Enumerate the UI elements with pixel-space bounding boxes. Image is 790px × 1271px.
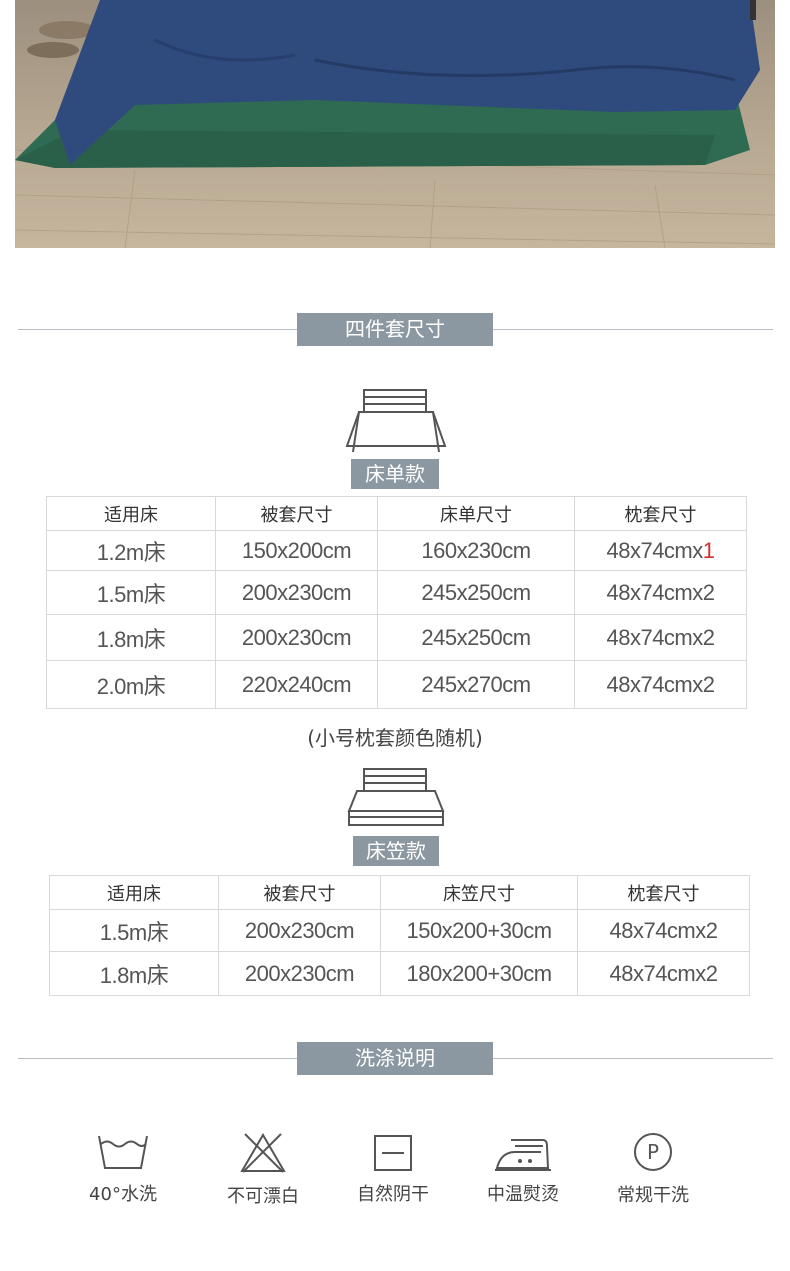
- cell-pillow: 48x74cmx2: [574, 570, 747, 615]
- header-pillow: 枕套尺寸: [574, 496, 747, 531]
- table-row: 2.0m床 220x240cm 245x270cm 48x74cmx2: [46, 660, 747, 709]
- table-row: 1.5m床 200x230cm 150x200+30cm 48x74cmx2: [49, 909, 750, 952]
- cell-sheet: 160x230cm: [377, 530, 575, 571]
- care-label: 自然阴干: [357, 1184, 429, 1205]
- care-item-no-bleach: 不可漂白: [208, 1132, 318, 1208]
- care-item-wash: 40°水洗: [68, 1132, 178, 1206]
- care-item-iron: 中温熨烫: [468, 1134, 578, 1206]
- fitted-sheet-size-table: 适用床 被套尺寸 床笠尺寸 枕套尺寸 1.5m床 200x230cm 150x2…: [49, 875, 750, 996]
- table-row: 1.8m床 200x230cm 180x200+30cm 48x74cmx2: [49, 951, 750, 996]
- pillow-color-note: (小号枕套颜色随机): [307, 726, 483, 750]
- header-fitted-sheet: 床笠尺寸: [380, 875, 578, 910]
- care-label: 中温熨烫: [487, 1184, 559, 1205]
- cell-pillow: 48x74cmx2: [577, 909, 750, 952]
- line-dry-icon: [374, 1135, 412, 1171]
- no-bleach-icon: [240, 1133, 286, 1173]
- cell-bed: 1.8m床: [46, 614, 216, 661]
- flat-sheet-bed-icon: [345, 389, 447, 453]
- table-header-row: 适用床 被套尺寸 床单尺寸 枕套尺寸: [46, 496, 747, 531]
- table-header-row: 适用床 被套尺寸 床笠尺寸 枕套尺寸: [49, 875, 750, 910]
- care-label: 40°水洗: [89, 1184, 157, 1205]
- header-pillow: 枕套尺寸: [577, 875, 750, 910]
- iron-medium-icon: [495, 1139, 551, 1171]
- section-title-care: 洗涤说明: [297, 1042, 493, 1075]
- wash-40-icon: [98, 1135, 148, 1169]
- care-label: 常规干洗: [617, 1185, 689, 1206]
- cell-pillow: 48x74cmx2: [574, 614, 747, 661]
- cell-duvet: 200x230cm: [215, 570, 378, 615]
- product-photo: [15, 0, 775, 248]
- cell-bed: 1.5m床: [46, 570, 216, 615]
- table-row: 1.2m床 150x200cm 160x230cm 48x74cmx1: [46, 530, 747, 571]
- svg-text:P: P: [647, 1140, 659, 1164]
- flat-sheet-size-table: 适用床 被套尺寸 床单尺寸 枕套尺寸 1.2m床 150x200cm 160x2…: [46, 496, 747, 709]
- pillow-size: 48x74cmx: [606, 537, 703, 563]
- cell-pillow: 48x74cmx2: [577, 951, 750, 996]
- cell-sheet: 245x270cm: [377, 660, 575, 709]
- flat-sheet-label: 床单款: [351, 459, 439, 489]
- cell-duvet: 220x240cm: [215, 660, 378, 709]
- care-label: 不可漂白: [227, 1186, 299, 1207]
- cell-bed: 2.0m床: [46, 660, 216, 709]
- cell-pillow: 48x74cmx1: [574, 530, 747, 571]
- header-sheet: 床单尺寸: [377, 496, 575, 531]
- header-bed: 适用床: [46, 496, 216, 531]
- header-duvet: 被套尺寸: [218, 875, 381, 910]
- cell-duvet: 200x230cm: [215, 614, 378, 661]
- care-item-line-dry: 自然阴干: [338, 1134, 448, 1206]
- cell-bed: 1.5m床: [49, 909, 219, 952]
- dry-clean-icon: P: [634, 1133, 672, 1171]
- header-bed: 适用床: [49, 875, 219, 910]
- fitted-sheet-label: 床笠款: [353, 836, 439, 866]
- pillow-count: 1: [702, 537, 715, 563]
- cell-pillow: 48x74cmx2: [574, 660, 747, 709]
- table-row: 1.5m床 200x230cm 245x250cm 48x74cmx2: [46, 570, 747, 615]
- cell-sheet: 245x250cm: [377, 570, 575, 615]
- cell-bed: 1.2m床: [46, 530, 216, 571]
- care-item-dry-clean: P 常规干洗: [598, 1131, 708, 1207]
- cell-bed: 1.8m床: [49, 951, 219, 996]
- cell-duvet: 200x230cm: [218, 909, 381, 952]
- table-row: 1.8m床 200x230cm 245x250cm 48x74cmx2: [46, 614, 747, 661]
- fitted-sheet-bed-icon: [347, 768, 445, 826]
- cell-duvet: 150x200cm: [215, 530, 378, 571]
- cell-sheet: 245x250cm: [377, 614, 575, 661]
- cell-fitted-sheet: 180x200+30cm: [380, 951, 578, 996]
- cell-duvet: 200x230cm: [218, 951, 381, 996]
- bed-photo-illustration: [15, 0, 775, 248]
- header-duvet: 被套尺寸: [215, 496, 378, 531]
- cell-fitted-sheet: 150x200+30cm: [380, 909, 578, 952]
- section-title-sizes: 四件套尺寸: [297, 313, 493, 346]
